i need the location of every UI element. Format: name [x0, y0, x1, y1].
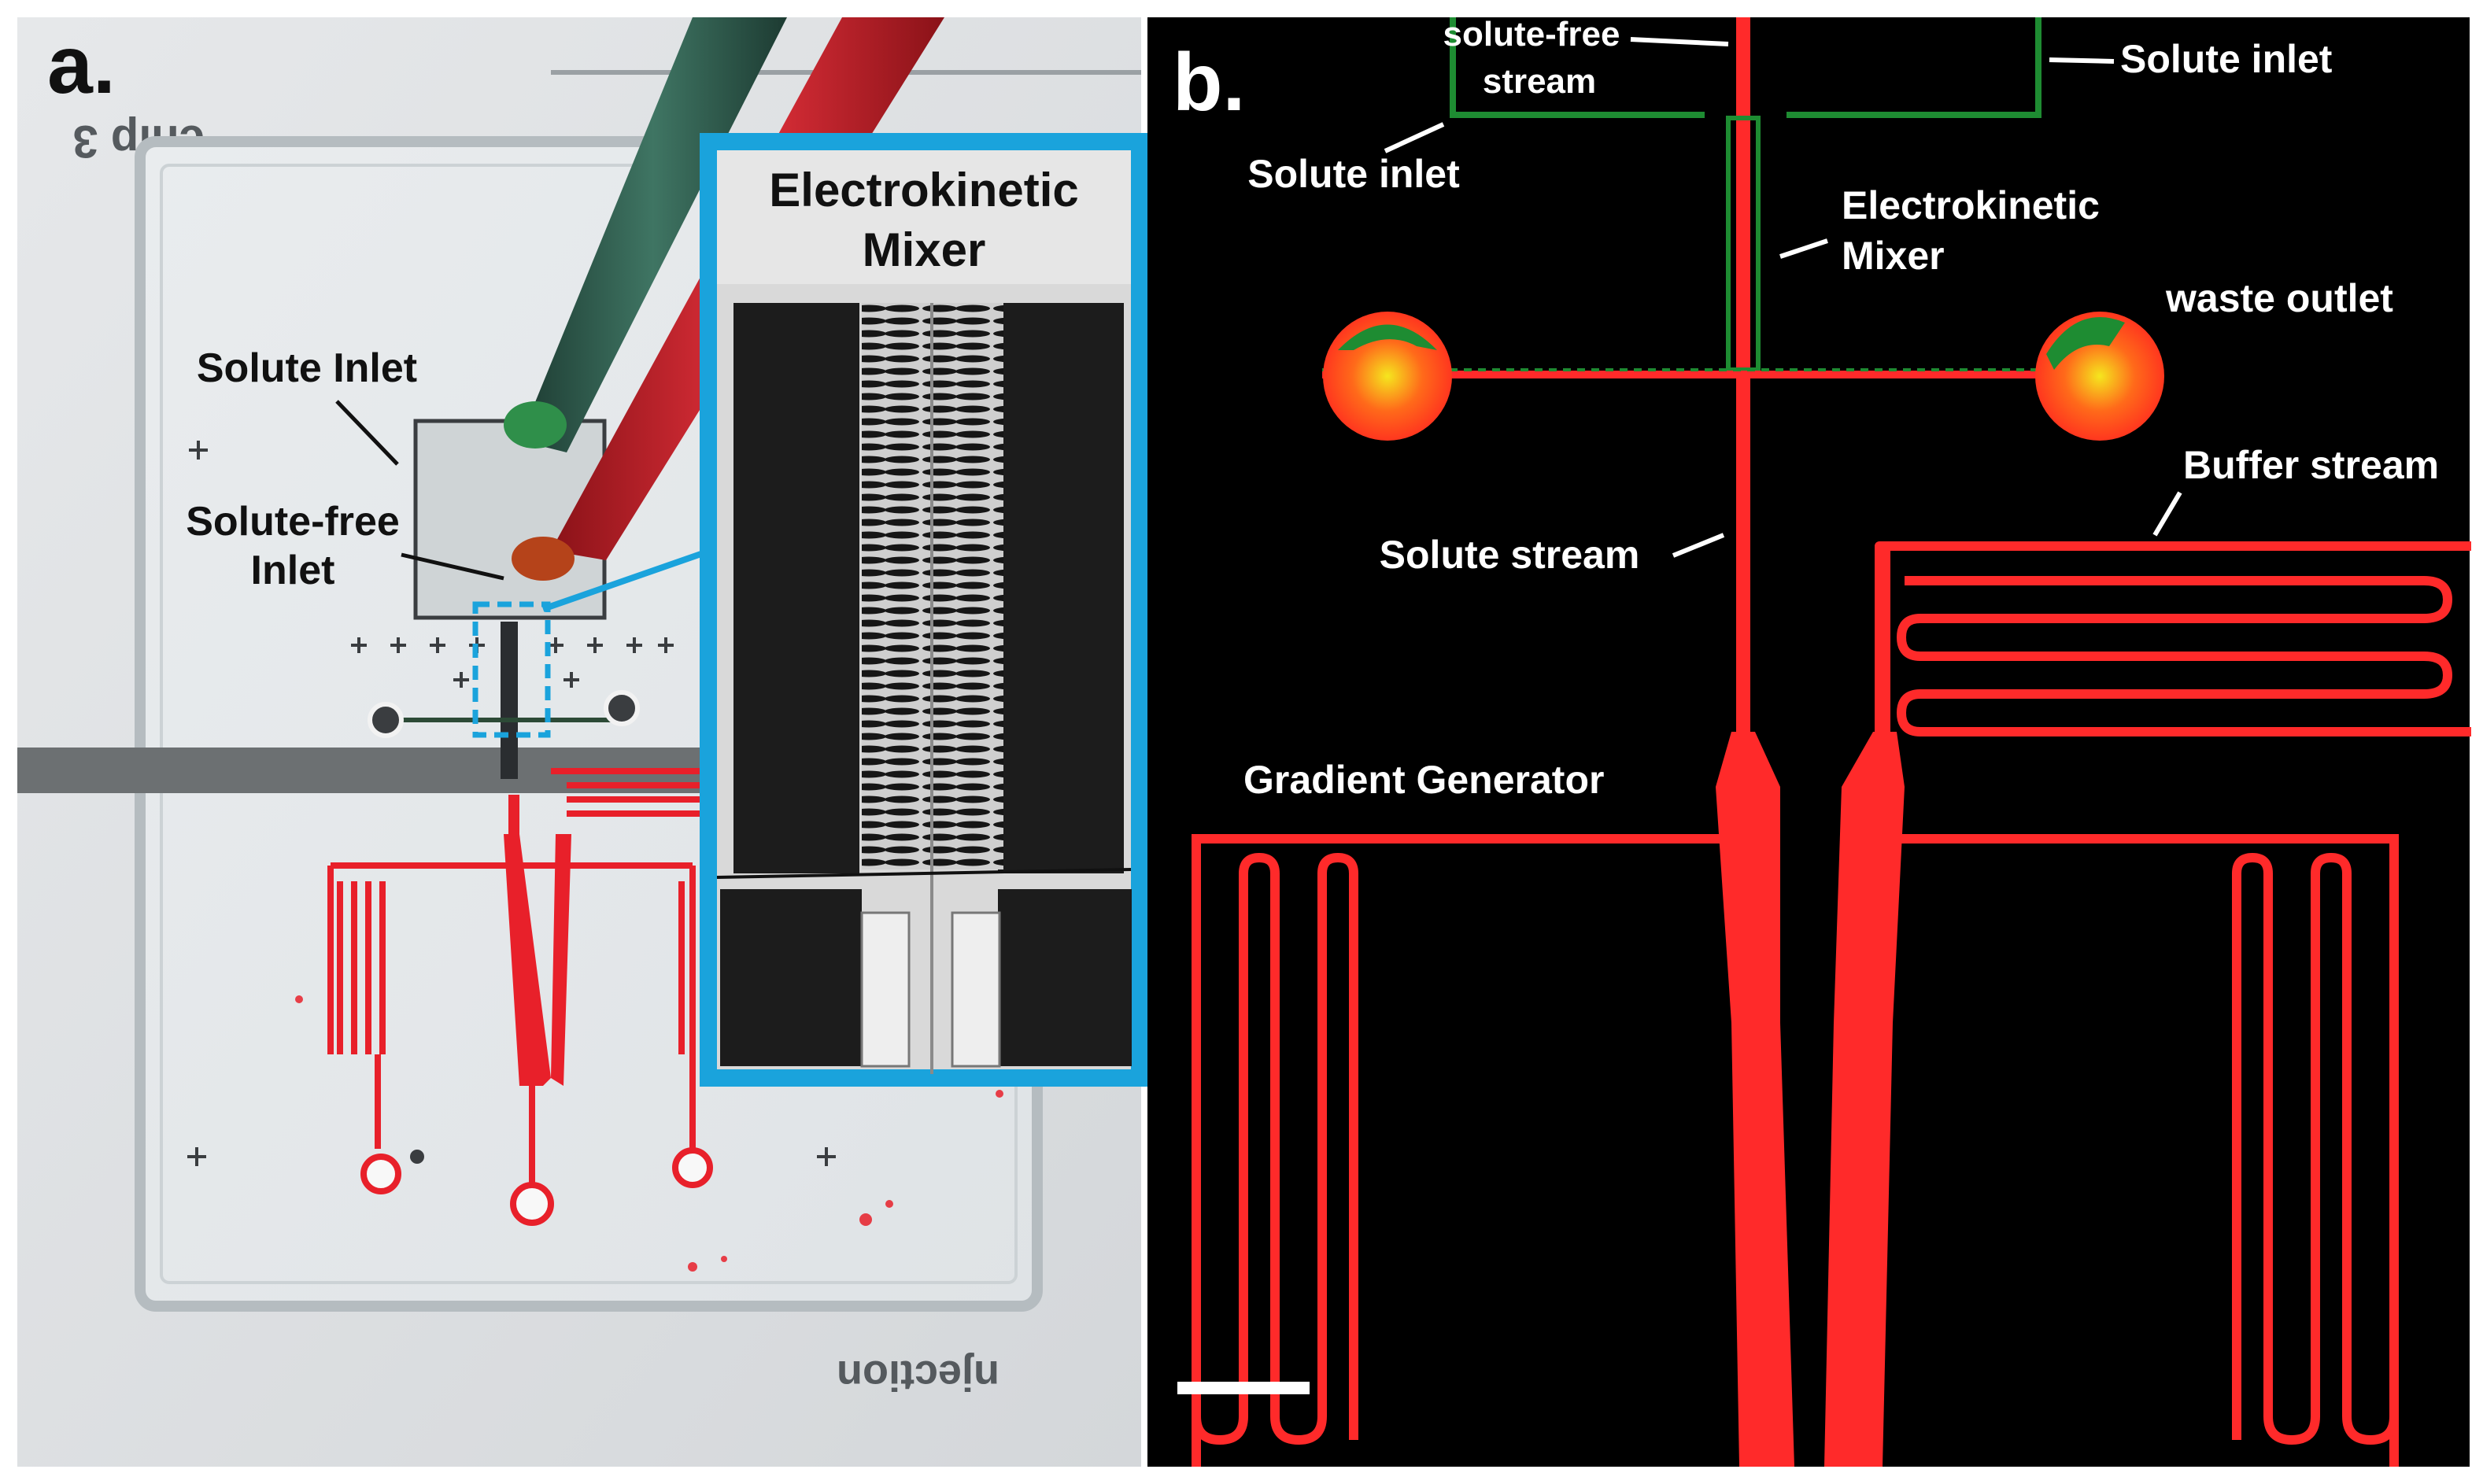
mixer-selection-box — [472, 601, 551, 738]
leader-buffer-stream — [2152, 491, 2182, 537]
waste-outlet-right-green — [2046, 317, 2125, 370]
solute-inlet-chamber-green — [1450, 17, 2041, 118]
mixer-inset-header — [717, 150, 1131, 284]
right-serpentine — [2232, 842, 2399, 1445]
leader-solute-inlet-left — [1384, 122, 1445, 153]
dark-dot — [410, 1150, 424, 1164]
outlet-port-center — [510, 1182, 554, 1226]
label-buffer-stream: Buffer stream — [2183, 443, 2439, 487]
buffer-feed — [1879, 546, 1890, 743]
left-serpentine — [1192, 842, 1358, 1445]
waste-port-right — [604, 690, 640, 726]
label-mixer-line2: Mixer — [1842, 234, 1945, 278]
leader-solute-inlet — [335, 400, 399, 466]
label-solute-inlet: Solute Inlet — [197, 345, 417, 391]
leader-solute-inlet-right — [2049, 57, 2115, 64]
label-solute-inlet-right: Solute inlet — [2120, 37, 2333, 81]
label-gradient-generator: Gradient Generator — [1243, 758, 1604, 802]
y-junction-left — [1716, 732, 1794, 1467]
mixer-inset-title-line2: Mixer — [863, 223, 986, 276]
leader-solute-stream — [1672, 533, 1725, 558]
red-tube-tip — [512, 537, 575, 581]
panel-b-label: b. — [1173, 37, 1245, 128]
y-junction-right — [1824, 732, 1905, 1467]
leader-mixer — [1779, 238, 1828, 259]
leader-solute-free — [1630, 37, 1729, 46]
label-waste-outlet: waste outlet — [2165, 276, 2393, 320]
main-channel-dark — [501, 622, 518, 779]
mixer-inset: Electrokinetic Mixer — [700, 133, 1148, 1087]
panel-b-background — [1147, 17, 2470, 1467]
waste-port-left — [368, 702, 404, 738]
scale-bar — [1177, 1382, 1310, 1394]
label-solute-inlet-left: Solute inlet — [1247, 152, 1460, 196]
mixer-bottom-right-inner — [951, 911, 1001, 1068]
mixer-left-electrode — [733, 303, 859, 873]
label-solute-free-line1: Solute-free — [186, 499, 400, 545]
outlet-port-left — [360, 1154, 401, 1194]
inset-connector-top — [541, 546, 716, 612]
mixer-bottom-left-block — [720, 889, 862, 1066]
paper-text-bottom: njection — [837, 1352, 999, 1399]
green-tube-tip — [504, 401, 567, 449]
mixer-bottom-left-inner — [860, 911, 911, 1068]
panel-a: chip 3 — [17, 17, 1148, 1467]
label-solute-stream: Solute stream — [1380, 533, 1640, 577]
label-mixer-line1: Electrokinetic — [1842, 183, 2100, 227]
panel-b: b. solute-free stream Solute inlet Solut… — [1147, 15, 2471, 1467]
waste-outlet-left-green — [1338, 324, 1437, 350]
chip-channel-stem — [508, 795, 519, 842]
mixer-inset-title-line1: Electrokinetic — [769, 164, 1079, 216]
mixer-zone — [1726, 116, 1761, 372]
central-channel — [1736, 17, 1750, 741]
mixer-cut-line — [716, 868, 1132, 879]
label-solute-free-line2: stream — [1483, 62, 1596, 101]
red-splashes — [295, 995, 1003, 1272]
panel-a-label: a. — [47, 20, 116, 111]
label-solute-free-line2: Inlet — [251, 548, 335, 593]
mixer-right-electrode — [998, 303, 1124, 873]
mixer-bottom-right-block — [998, 889, 1132, 1066]
label-solute-free-line1: solute-free — [1443, 15, 1620, 54]
chip-y-channel — [504, 834, 571, 1086]
green-tube — [519, 17, 787, 452]
leader-solute-free — [401, 552, 504, 581]
outlet-port-right — [672, 1147, 713, 1188]
